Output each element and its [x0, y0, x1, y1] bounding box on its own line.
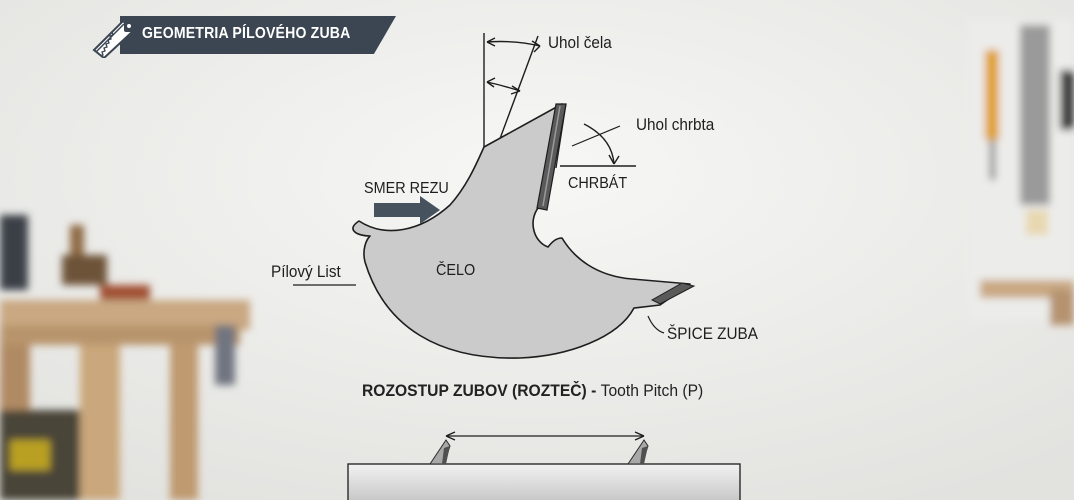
tooth-pitch-caption: ROZOSTUP ZUBOV (ROZTEČ) - Tooth Pitch (P… [362, 381, 703, 401]
second-tooth-tip [650, 282, 696, 305]
face-label: ČELO [436, 262, 476, 279]
back-label: CHRBÁT [568, 175, 628, 192]
saw-icon [92, 18, 136, 58]
cutting-direction-arrow [374, 196, 440, 224]
tooth-tip-leader [647, 315, 665, 334]
clearance-angle-label: Uhol chrbta [636, 115, 715, 134]
cutting-direction-label: SMER REZU [364, 180, 449, 197]
tooth-pitch-sketch [347, 431, 741, 500]
rake-angle-arrows [486, 37, 541, 95]
clearance-angle-arc [583, 123, 615, 165]
title-banner: GEOMETRIA PÍLOVÉHO ZUBA [86, 14, 398, 58]
tooth-pitch-separator: - [586, 381, 601, 400]
clearance-label-leader [571, 125, 621, 147]
rake-angle-label: Uhol čela [548, 33, 612, 52]
blade-label: Pílový List [271, 262, 341, 281]
workbench-photo [0, 215, 250, 500]
pegboard-photo [968, 20, 1074, 325]
title-banner-background [120, 16, 396, 54]
banner-title: GEOMETRIA PÍLOVÉHO ZUBA [142, 25, 351, 42]
back-edge-line [555, 103, 567, 169]
tooth-pitch-subtitle: Tooth Pitch (P) [600, 381, 704, 400]
saw-blade-body [352, 103, 691, 359]
tooth-pitch-title: ROZOSTUP ZUBOV (ROZTEČ) [362, 381, 587, 400]
tooth-tip-label: ŠPICE ZUBA [667, 324, 758, 343]
